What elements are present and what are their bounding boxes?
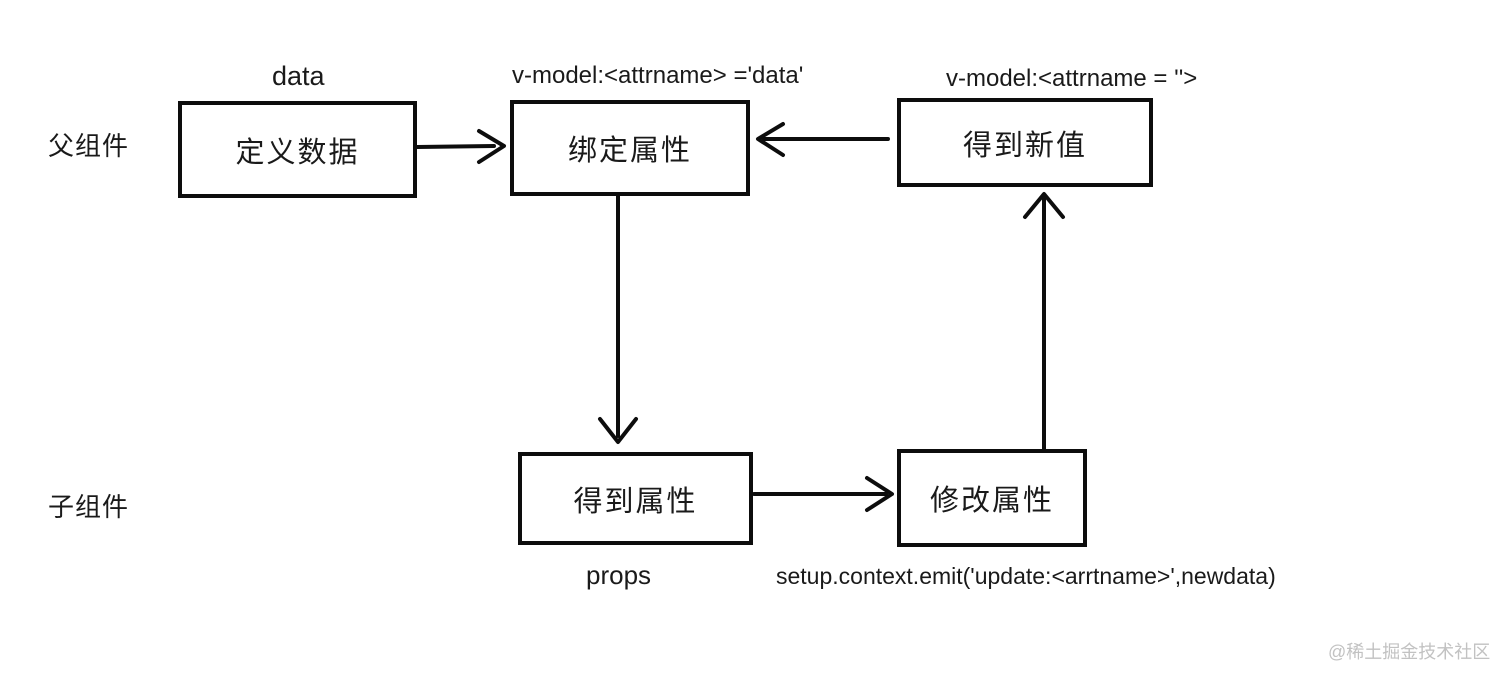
label-child-component: 子组件	[48, 492, 130, 522]
box-bind-attr: 绑定属性	[510, 100, 750, 196]
label-vmodel-bind: v-model:<attrname> ='data'	[512, 62, 804, 89]
arrow-get-attr-to-modify-attr	[752, 476, 894, 512]
box-get-new-value: 得到新值	[897, 98, 1153, 187]
label-vmodel-new-value: v-model:<attrname = ''>	[946, 65, 1198, 92]
box-define-data-label: 定义数据	[235, 136, 360, 169]
arrow-define-data-to-bind-attr	[415, 129, 506, 164]
box-define-data: 定义数据	[178, 101, 417, 198]
watermark: @稀土掘金技术社区	[1328, 642, 1491, 662]
label-data: data	[272, 61, 325, 91]
box-modify-attr: 修改属性	[897, 449, 1087, 547]
arrow-modify-attr-to-get-new-value	[1023, 192, 1065, 453]
box-get-attr-label: 得到属性	[573, 485, 698, 518]
label-parent-component: 父组件	[48, 131, 130, 161]
label-props: props	[586, 560, 652, 590]
box-get-new-value-label: 得到新值	[962, 129, 1087, 162]
arrow-get-new-value-to-bind-attr	[756, 122, 890, 157]
box-bind-attr-label: 绑定属性	[567, 135, 692, 167]
label-emit: setup.context.emit('update:<arrtname>',n…	[776, 563, 1276, 589]
box-modify-attr-label: 修改属性	[929, 485, 1054, 517]
arrow-bind-attr-to-get-attr	[598, 194, 638, 444]
box-get-attr: 得到属性	[518, 452, 753, 545]
